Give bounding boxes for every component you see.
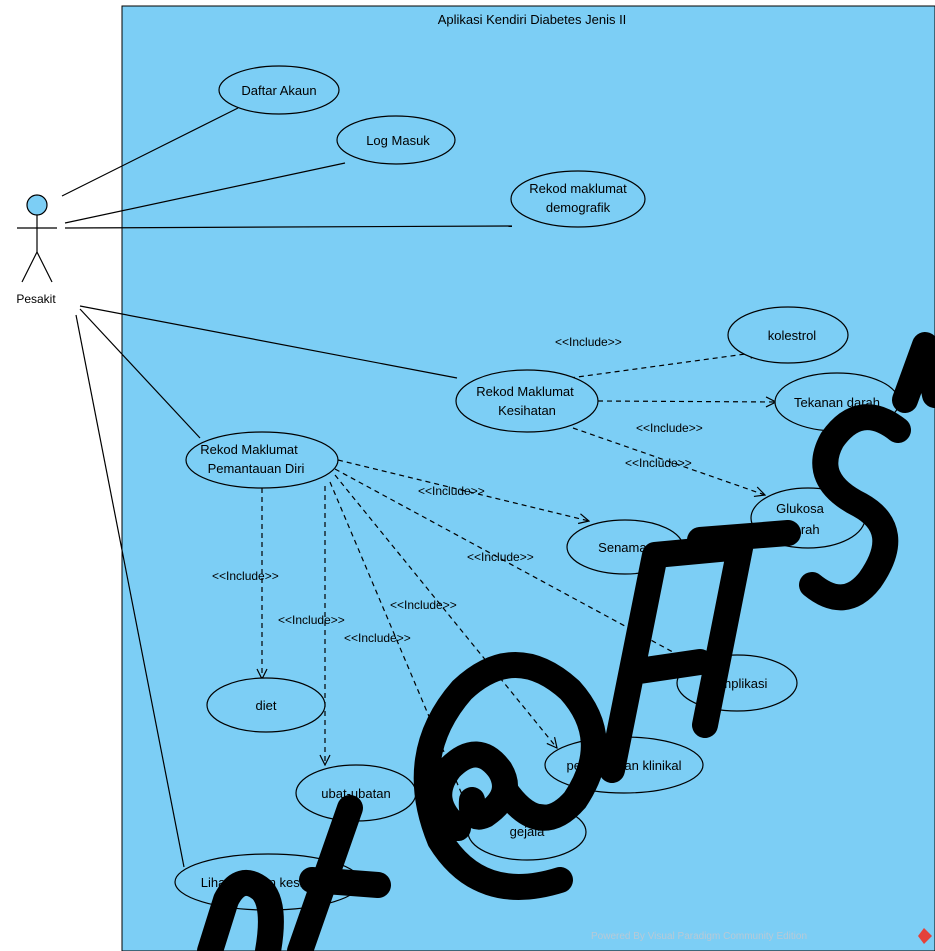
use-case-label: Pemantauan Diri: [208, 461, 305, 476]
use-case-label: Daftar Akaun: [241, 83, 316, 98]
use-case-label: diet: [256, 698, 277, 713]
include-label: <<Include>>: [344, 631, 411, 645]
use-case-label: Glukosa: [776, 501, 824, 516]
actor-pesakit[interactable]: Pesakit: [16, 194, 57, 306]
include-label: <<Include>>: [390, 598, 457, 612]
use-case-log-masuk[interactable]: Log Masuk: [336, 115, 456, 165]
use-case-label: Kesihatan: [498, 403, 556, 418]
include-label: <<Include>>: [625, 456, 692, 470]
powered-by-text: Powered By Visual Paradigm Community Edi…: [591, 931, 807, 942]
include-label: <<Include>>: [278, 613, 345, 627]
include-label: <<Include>>: [467, 550, 534, 564]
use-case-rekod-kesihatan[interactable]: Rekod Maklumat Kesihatan: [455, 369, 599, 433]
associations: [61, 107, 513, 868]
use-case-label: demografik: [546, 200, 611, 215]
use-case-diet[interactable]: diet: [206, 677, 326, 733]
use-case-label: ubat-ubatan: [321, 786, 390, 801]
visual-paradigm-logo-icon: [918, 928, 932, 944]
use-case-label: Rekod Maklumat: [476, 384, 574, 399]
include-label: <<Include>>: [418, 484, 485, 498]
use-case-label: Rekod maklumat: [529, 181, 627, 196]
include-label: <<Include>>: [636, 421, 703, 435]
system-title: Aplikasi Kendiri Diabetes Jenis II: [438, 12, 627, 27]
use-case-daftar-akaun[interactable]: Daftar Akaun: [218, 65, 340, 115]
actor-label: Pesakit: [16, 292, 56, 306]
use-case-label: Log Masuk: [366, 133, 430, 148]
actor-head: [26, 194, 48, 216]
use-case-label: Rekod Maklumat: [200, 442, 298, 457]
use-case-rekod-demografik[interactable]: Rekod maklumat demografik: [510, 170, 646, 228]
include-label: <<Include>>: [555, 335, 622, 349]
watermark: [197, 332, 935, 951]
use-case-label: kolestrol: [768, 328, 817, 343]
include-label: <<Include>>: [212, 569, 279, 583]
use-case-label: Senaman: [598, 540, 654, 555]
use-case-rekod-pemantauan[interactable]: Rekod Maklumat Pemantauan Diri: [185, 431, 339, 489]
include-labels: <<Include>> <<Include>> <<Include>> <<In…: [212, 335, 703, 645]
use-case-kolestrol[interactable]: kolestrol: [727, 306, 849, 364]
